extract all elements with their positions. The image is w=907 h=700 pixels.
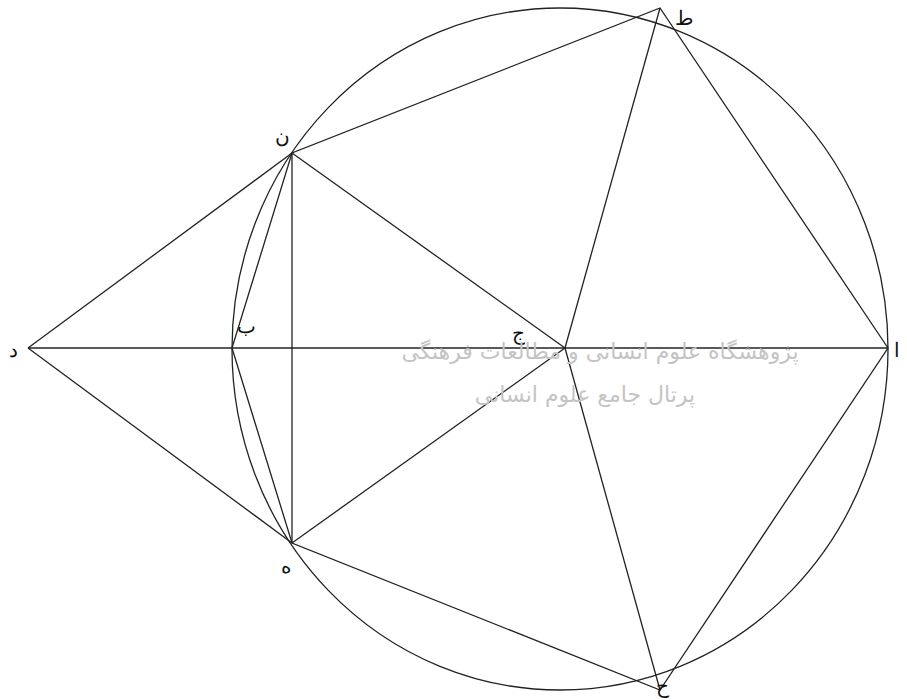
- radius-line: [565, 8, 660, 348]
- point-label: د: [9, 340, 18, 360]
- radius-line: [292, 348, 565, 543]
- point-label: ب: [237, 316, 256, 336]
- tangent-line: [28, 153, 292, 348]
- tangent-line: [28, 348, 292, 543]
- watermark: پرتال جامع علوم انسانی: [475, 383, 695, 407]
- point-label: ا: [894, 340, 900, 360]
- point-label: ح: [656, 676, 669, 696]
- point-label: ط: [675, 8, 694, 28]
- inscribed-polygon: [232, 8, 888, 690]
- watermark: پژوهشگاه علوم انسانی و مطالعات فرهنگی: [401, 340, 798, 364]
- circle: [232, 8, 888, 690]
- point-label: ن: [275, 126, 290, 146]
- point-label: ه: [281, 556, 291, 576]
- radius-line: [292, 153, 565, 348]
